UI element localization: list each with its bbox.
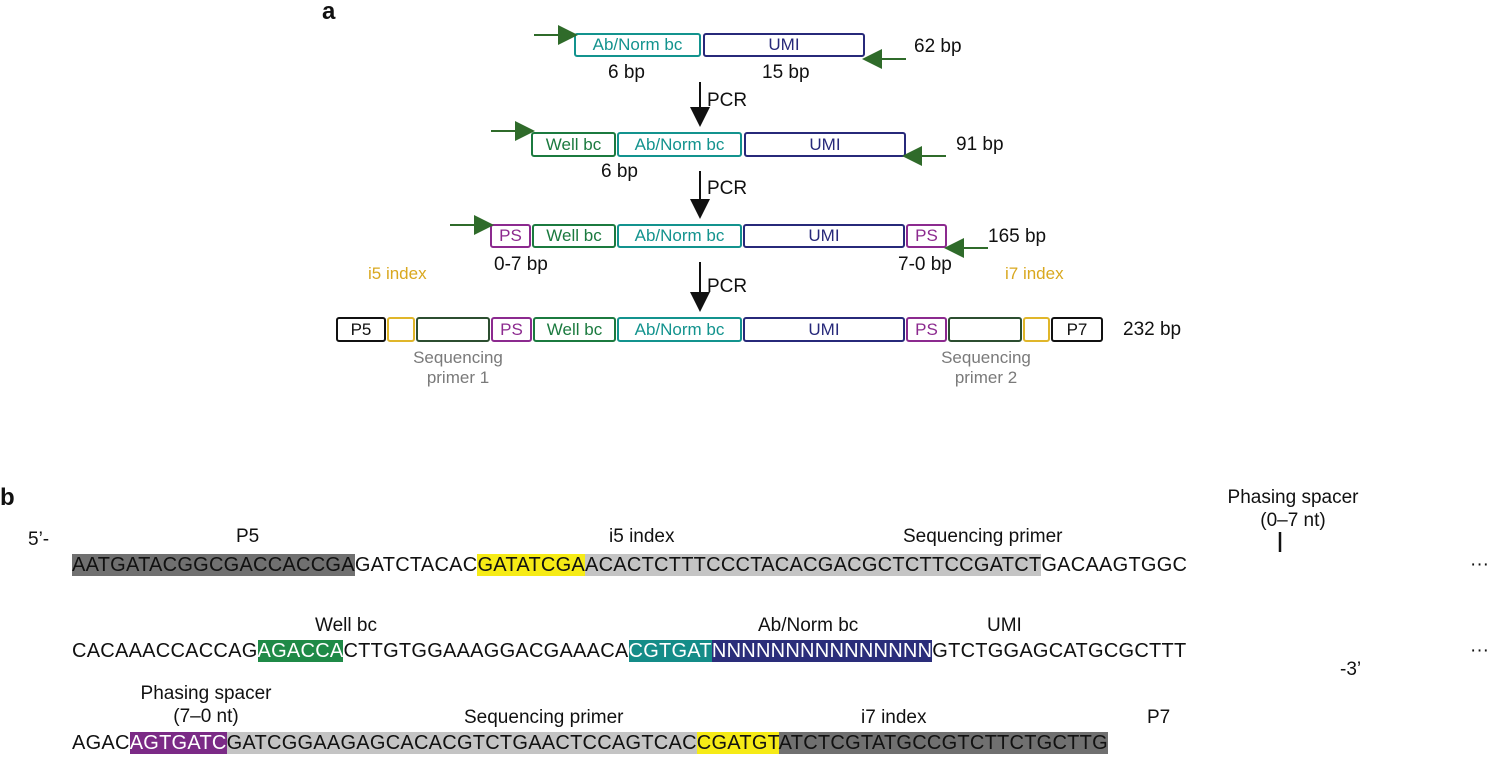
ab-norm-bc-segment: Ab/Norm bc — [617, 224, 742, 248]
amplicon-size-232: 232 bp — [1123, 319, 1182, 340]
sequencing-primer-2-segment — [948, 317, 1022, 342]
seq-sequencing-primer: GATCGGAAGAGCACACGTCTGAACTCCAGTCAC — [226, 732, 697, 754]
continuation-ellipsis-1: ··· — [1470, 554, 1489, 575]
pcr-label-1: PCR — [707, 90, 748, 111]
seq-phasing-spacer: AGTGATC — [129, 732, 227, 754]
umi-segment: UMI — [743, 317, 905, 342]
seq-sequencing-primer: ACACTCTTTCCCTACACGACGCTCTTCCGATCT — [585, 554, 1042, 576]
ab-norm-bc-segment: Ab/Norm bc — [617, 317, 742, 342]
well-bc-segment: Well bc — [533, 317, 616, 342]
seq-umi: NNNNNNNNNNNNNNN — [711, 640, 933, 662]
phasing-spacer-top-annotation: Phasing spacer (0–7 nt) — [1216, 486, 1370, 532]
seq-segment: AGAC — [72, 732, 130, 754]
sequencing-primer-1-label: Sequencing primer 1 — [413, 348, 503, 387]
panel-b-label: b — [0, 484, 15, 511]
ps-segment-right: PS — [906, 224, 947, 248]
sequence-line-1: AATGATACGGCGACCACCGAGATCTACACGATATCGAACA… — [72, 552, 1187, 578]
seq-i5-index: GATATCGA — [477, 554, 585, 576]
seq-phasing-spacer: GACAAGTGGC — [1041, 554, 1188, 576]
well-bc-segment: Well bc — [532, 224, 616, 248]
well-bc-annotation: Well bc — [315, 615, 377, 636]
amplicon-size-91: 91 bp — [956, 134, 1004, 155]
umi-segment: UMI — [703, 33, 865, 57]
seq-segment: CACAAACCACCAG — [72, 640, 258, 662]
ps-segment-left: PS — [490, 224, 531, 248]
phasing-spacer-top-range: (0–7 nt) — [1260, 510, 1326, 531]
p7-annotation: P7 — [1147, 707, 1171, 728]
seq-well-bc: AGACCA — [257, 640, 344, 662]
well-size-label: 6 bp — [601, 161, 638, 182]
amplicon-size-62: 62 bp — [914, 36, 962, 57]
sequencing-primer-1-segment — [416, 317, 490, 342]
seq-segment: GTCTGGAGCATGCGCTTT — [932, 640, 1187, 662]
sequencing-primer-2-annotation: Sequencing primer — [464, 707, 624, 728]
ps-left-size-label: 0-7 bp — [494, 254, 548, 275]
seq-spacer: GATCTACAC — [354, 554, 478, 576]
i7-annotation: i7 index — [861, 707, 927, 728]
five-prime-label: 5’- — [28, 529, 50, 550]
ps-segment-left: PS — [491, 317, 532, 342]
phasing-spacer-bottom-range: (7–0 nt) — [173, 706, 239, 727]
i5-index-label: i5 index — [368, 264, 427, 283]
seq-i7-index: CGATGT — [696, 732, 779, 754]
ab-size-label: 6 bp — [608, 62, 645, 83]
sequence-line-3: AGACAGTGATCGATCGGAAGAGCACACGTCTGAACTCCAG… — [72, 730, 1108, 756]
three-prime-label: -3’ — [1340, 659, 1362, 680]
umi-size-label: 15 bp — [762, 62, 810, 83]
sequencing-primer-2-label: Sequencing primer 2 — [941, 348, 1031, 387]
i5-annotation: i5 index — [609, 526, 675, 547]
i5-index-segment — [387, 317, 415, 342]
ab-norm-bc-annotation: Ab/Norm bc — [758, 615, 859, 636]
sequence-line-2: CACAAACCACCAGAGACCACTTGTGGAAAGGACGAAACAC… — [72, 638, 1186, 664]
amplicon-size-165: 165 bp — [988, 226, 1047, 247]
i7-index-label: i7 index — [1005, 264, 1064, 283]
seq-p7: ATCTCGTATGCCGTCTTCTGCTTG — [778, 732, 1108, 754]
ps-right-size-label: 7-0 bp — [898, 254, 952, 275]
umi-segment: UMI — [743, 224, 905, 248]
umi-segment: UMI — [744, 132, 906, 157]
seq-p5: AATGATACGGCGACCACCGA — [72, 554, 355, 576]
phasing-spacer-bottom-title: Phasing spacer — [140, 683, 272, 704]
pcr-label-2: PCR — [707, 178, 748, 199]
p5-annotation: P5 — [236, 526, 260, 547]
ps-segment-right: PS — [906, 317, 947, 342]
sequencing-primer-annotation: Sequencing primer — [903, 526, 1063, 547]
pcr-label-3: PCR — [707, 276, 748, 297]
ab-norm-bc-segment: Ab/Norm bc — [617, 132, 742, 157]
well-bc-segment: Well bc — [531, 132, 616, 157]
p7-segment: P7 — [1051, 317, 1103, 342]
p5-segment: P5 — [336, 317, 386, 342]
seq-segment: CTTGTGGAAAGGACGAAACA — [343, 640, 629, 662]
phasing-spacer-top-title: Phasing spacer — [1227, 487, 1359, 508]
seq-ab-norm-bc: CGTGAT — [628, 640, 712, 662]
umi-annotation: UMI — [987, 615, 1022, 636]
i7-index-segment — [1023, 317, 1050, 342]
panel-a-label: a — [322, 0, 336, 25]
continuation-ellipsis-2: ··· — [1470, 640, 1489, 661]
phasing-spacer-bottom-annotation: Phasing spacer (7–0 nt) — [128, 682, 284, 728]
ab-norm-bc-segment: Ab/Norm bc — [574, 33, 701, 57]
